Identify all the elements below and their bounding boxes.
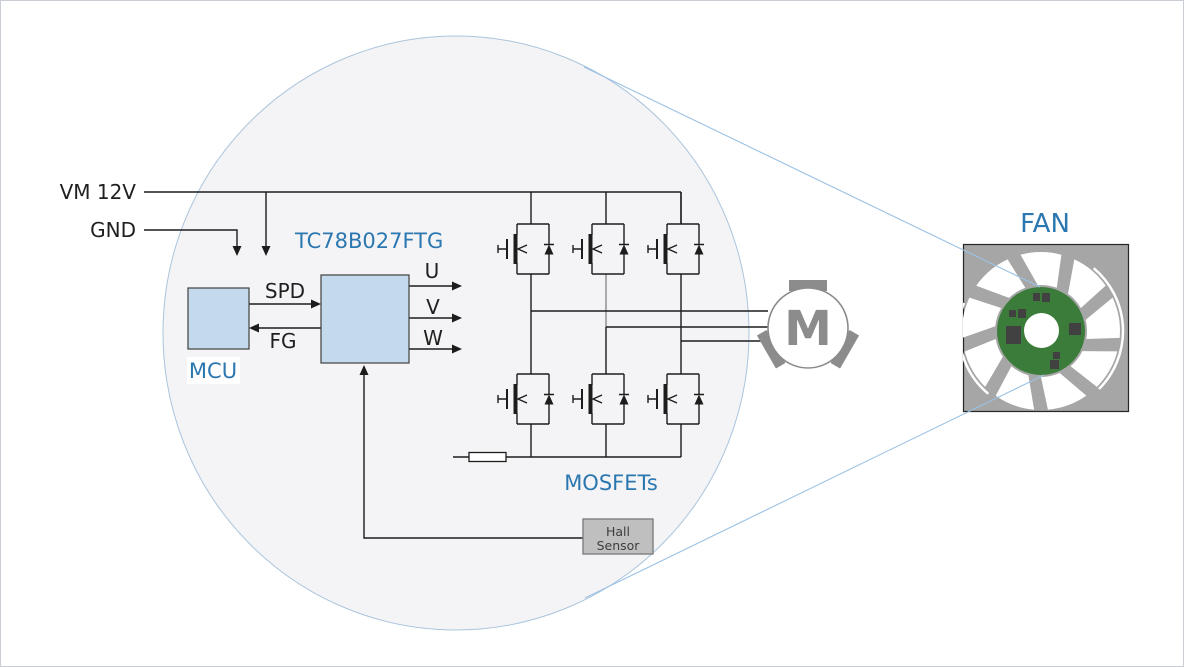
pcb-component [1053,352,1060,359]
pcb-component [1018,309,1026,318]
vm-label: VM 12V [60,180,137,204]
gnd-wire [144,229,238,247]
hall-feedback-wire [363,374,583,539]
mcu-label: MCU [189,359,237,383]
mcu-block [187,287,250,350]
pcb-component [1050,360,1059,369]
v-output-arrow [452,313,462,323]
hall-sensor-label: Hall [606,524,630,539]
sense-resistor [468,451,507,463]
callout-line-top [583,66,1041,288]
hall-sensor-label: Sensor [597,538,641,553]
pcb-component [1009,310,1016,317]
spd-arrow [311,299,321,309]
motor-symbol: M [756,280,860,369]
fan-housing-arc [963,302,990,395]
phase-w-label: W [423,326,443,350]
phase-u-label: U [425,259,440,283]
fg-arrow [249,323,259,333]
pcb-component [1006,326,1021,344]
pcb-component [1033,293,1040,301]
motor-label: M [784,301,832,357]
u-output-arrow [452,281,462,291]
pcb-component [1042,293,1050,302]
motor-body [767,287,849,369]
phase-v-label: V [426,295,440,319]
callout-line-bottom [584,374,1045,599]
hall-sensor-block [582,518,654,555]
gnd-label: GND [90,218,136,242]
fg-label: FG [269,329,296,353]
fan-housing-arc [1092,267,1125,390]
fan-hub-hole [1024,313,1059,348]
magnifier-circle [162,35,750,631]
pcb-component [1069,323,1081,335]
driver-ic-label: TC78B027FTG [294,229,443,253]
spd-label: SPD [265,279,305,303]
vm-arrow [261,246,271,256]
mcu-label-bg [187,357,240,384]
w-output-arrow [452,344,462,354]
mosfets-label: MOSFETs [564,471,658,495]
hall-feedback-arrow [359,365,369,375]
driver-ic-block [320,274,410,364]
fan-label: FAN [1020,209,1070,239]
fan-image [962,243,1130,413]
gnd-arrow [232,246,242,256]
